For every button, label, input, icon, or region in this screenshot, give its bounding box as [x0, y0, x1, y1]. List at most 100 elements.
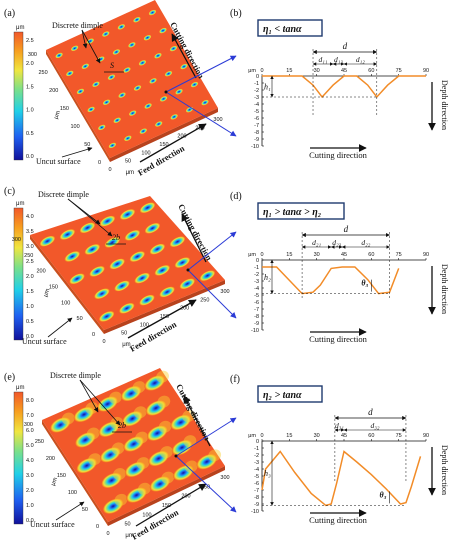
condition-box: [257, 202, 345, 220]
colorbar-tick: 1.5: [26, 289, 34, 295]
surface-side: [104, 280, 225, 334]
dimple: [154, 52, 162, 59]
axis-unit: μm: [126, 170, 134, 176]
dimple: [128, 110, 137, 117]
profile-link-arrow: [187, 269, 237, 319]
dimple: [133, 16, 141, 23]
condition-text: η₁ < tanα: [263, 24, 302, 35]
axis-tick: 50: [84, 142, 90, 148]
x-tick-label: 0: [260, 252, 263, 258]
axis-tick: 150: [159, 142, 168, 148]
dimple-callout: Discrete dimple: [52, 21, 103, 30]
dimple: [123, 67, 131, 73]
total-dimension-label: d: [368, 407, 373, 417]
dimple: [109, 258, 125, 270]
colorbar-tick: 6.0: [26, 428, 34, 434]
x-tick-label: 30: [314, 433, 320, 439]
x-tick-label: 90: [423, 252, 429, 258]
y-tick-label: -5: [254, 293, 259, 299]
cutting-direction-label: Cutting direction: [309, 515, 368, 525]
colorbar-tick: 2.5: [26, 38, 34, 44]
dimple: [149, 77, 157, 84]
surface-side: [30, 235, 104, 334]
dimple-callout: Discrete dimple: [38, 190, 89, 199]
section-point: [174, 454, 178, 458]
y-tick-label: -1: [254, 446, 259, 452]
dimple: [138, 59, 147, 66]
depth-direction-label: Depth direction: [440, 80, 449, 130]
dimple: [76, 457, 97, 474]
dimple-callout: Discrete dimple: [50, 371, 101, 380]
dimple: [179, 278, 196, 290]
dimple: [126, 487, 147, 503]
axis-tick: 300: [213, 117, 222, 123]
x-tick-label: 60: [368, 433, 374, 439]
depth-symbol: h₁: [264, 83, 271, 92]
uncut-surface-label: Uncut surface: [22, 337, 67, 346]
colorbar-unit: μm: [16, 201, 24, 207]
surface-panel-0: (a)μm2.52.01.51.00.50.005010015020025030…: [4, 0, 237, 178]
total-dimension-label: d: [343, 41, 348, 51]
colorbar-unit: μm: [16, 385, 24, 391]
x-tick-label: 0: [260, 68, 263, 74]
dimple-rim: [133, 406, 147, 419]
colorbar: [13, 391, 24, 525]
y-tick-label: -4: [254, 467, 259, 473]
segment-label: d₃₂: [370, 421, 379, 430]
y-tick-label: -3: [254, 460, 259, 466]
dimple: [101, 472, 122, 489]
dimple: [144, 222, 161, 234]
profile-line: [262, 75, 426, 99]
dimple: [133, 85, 142, 91]
colorbar-tick: 7.0: [26, 413, 34, 419]
feed-direction-arrow: [127, 299, 197, 339]
surface-panel-label: (c): [4, 186, 15, 197]
y-tick-label: -2: [254, 272, 259, 278]
condition-box: [257, 19, 323, 37]
dimple: [170, 414, 191, 431]
dimple: [102, 99, 111, 106]
axis-tick: 300: [220, 289, 229, 295]
y-tick-label: -9: [254, 137, 259, 143]
dimple: [119, 302, 135, 314]
dimple: [108, 142, 117, 149]
dimple-rim: [86, 427, 100, 440]
dimple: [39, 235, 56, 247]
dimple: [119, 208, 136, 220]
y-tick-label: -1: [254, 81, 259, 87]
x-tick-label: 30: [314, 252, 320, 258]
dimple: [159, 286, 175, 298]
x-tick-label: 45: [341, 68, 347, 74]
segment-label: d₁₂: [356, 55, 365, 64]
axis-unit: μm: [43, 288, 52, 298]
angle-symbol: θ₃: [361, 279, 368, 288]
dimple-rim: [61, 412, 75, 425]
surface-side: [42, 420, 108, 526]
colorbar-tick: 1.0: [26, 304, 34, 310]
condition-text: η₁ > tanα > η₂: [263, 207, 321, 218]
x-tick-label: 45: [341, 433, 347, 439]
axis-tick: 150: [49, 285, 58, 291]
dimple: [149, 243, 166, 255]
axis-unit: μm: [125, 533, 133, 539]
x-tick-label: 45: [341, 252, 347, 258]
colorbar-tick: 0.0: [26, 334, 34, 340]
colorbar-tick: 0.5: [26, 319, 34, 325]
axis-unit: μm: [53, 110, 62, 120]
y-tick-label: -9: [254, 502, 259, 508]
y-tick-label: -3: [254, 279, 259, 285]
dimple: [122, 410, 143, 427]
y-tick-label: -10: [251, 328, 259, 334]
callout-arrow: [79, 379, 121, 426]
depth-symbol: h₂: [264, 273, 271, 282]
callout-arrow: [61, 146, 93, 158]
axis-tick: 50: [121, 331, 127, 337]
profile-panel-label: (f): [230, 374, 240, 385]
dimple: [64, 251, 81, 262]
dimple-rim: [158, 420, 172, 433]
colorbar-tick: 1.0: [26, 503, 34, 509]
dimple: [124, 229, 141, 241]
